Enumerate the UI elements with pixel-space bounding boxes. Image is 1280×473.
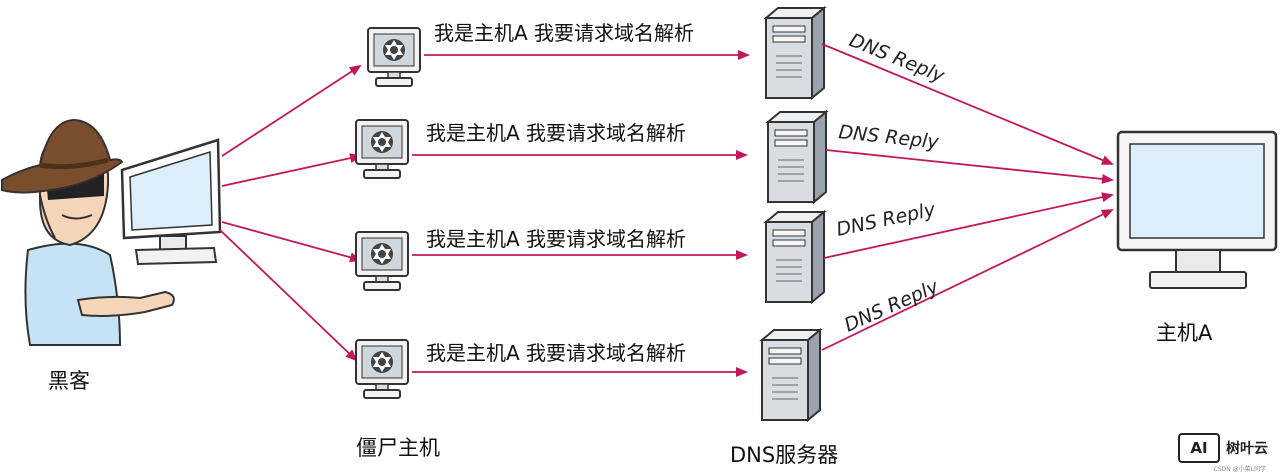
dns-server-4: [761, 329, 821, 421]
hacker-figure: [1, 118, 175, 346]
reply-arrows: [821, 43, 1114, 351]
request-message-4: 我是主机A 我要请求域名解析: [426, 341, 686, 365]
request-message-2: 我是主机A 我要请求域名解析: [426, 121, 686, 145]
reply-label-4: DNS Reply: [841, 275, 942, 336]
zombie-pc-4: [355, 339, 409, 399]
hacker-monitor: [120, 138, 222, 266]
reply-label-3: DNS Reply: [834, 198, 938, 241]
attack-arrows: [219, 64, 362, 362]
zombie-pc-3: [355, 231, 409, 291]
host-a-label: 主机A: [1156, 321, 1213, 345]
reply-label-1: DNS Reply: [846, 29, 948, 87]
request-arrows: [412, 50, 750, 377]
watermark-badge: AI: [1178, 433, 1220, 463]
reply-label-2: DNS Reply: [837, 121, 940, 153]
watermark: AI 树叶云: [1178, 433, 1268, 463]
zombie-pc-2: [355, 119, 409, 179]
watermark-name: 树叶云: [1226, 441, 1268, 457]
zombie-pc-1: [367, 27, 421, 87]
zombie-label: 僵尸主机: [356, 436, 440, 460]
request-message-1: 我是主机A 我要请求域名解析: [434, 21, 694, 45]
watermark-sub: CSDN @小菜L同学: [1213, 466, 1266, 473]
request-message-3: 我是主机A 我要请求域名解析: [426, 227, 686, 251]
host-a-monitor: [1116, 130, 1278, 289]
dns-server-3: [765, 211, 825, 303]
dns-server-2: [767, 111, 827, 203]
dns-server-1: [765, 7, 825, 99]
hacker-label: 黑客: [48, 369, 90, 393]
dns-server-label: DNS服务器: [730, 443, 838, 467]
